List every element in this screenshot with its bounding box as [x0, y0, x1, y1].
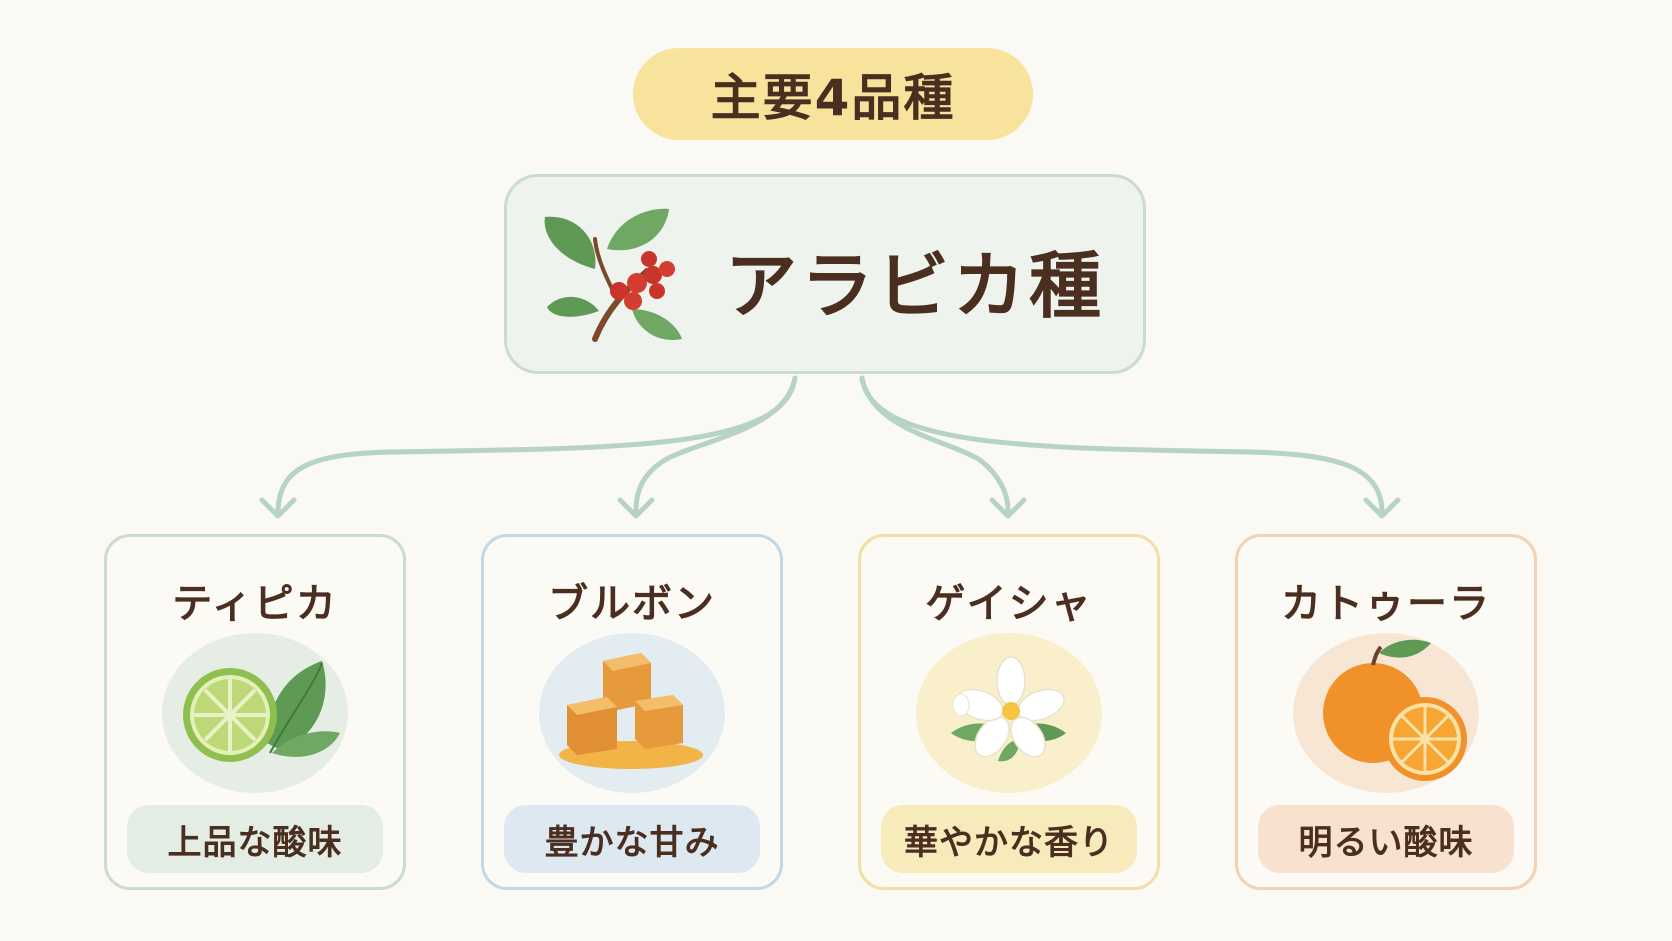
jasmine-flower-icon: [951, 656, 1066, 762]
variety-name: ブルボン: [548, 581, 716, 627]
connector-caturra: [859, 375, 1385, 513]
variety-card-bourbon: ブルボン 豊かな甘み: [481, 534, 783, 890]
diagram-title: 主要4品種: [633, 48, 1033, 140]
lime-leaf-icon: [183, 661, 340, 762]
variety-name: ティピカ: [172, 581, 338, 627]
icon-circle: [162, 633, 348, 793]
icon-circle: [539, 633, 725, 793]
icon-circle: [916, 633, 1102, 793]
connector-geisha: [859, 375, 1011, 513]
orange-icon: [1323, 639, 1467, 781]
coffee-branch-icon: [544, 208, 682, 342]
icon-circle: [1293, 633, 1479, 793]
variety-card-typica: ティピカ 上品な酸味: [104, 534, 406, 890]
feature-badge: 華やかな香り: [881, 805, 1137, 873]
variety-card-geisha: ゲイシャ 華やかな香り: [858, 534, 1160, 890]
connector-typica: [275, 375, 798, 513]
feature-badge: 上品な酸味: [127, 805, 383, 873]
variety-name: ゲイシャ: [925, 581, 1093, 627]
variety-name: カトゥーラ: [1281, 581, 1491, 627]
variety-card-caturra: カトゥーラ 明るい酸味: [1235, 534, 1537, 890]
caramel-icon: [559, 653, 703, 769]
root-node: アラビカ種: [504, 174, 1146, 374]
connector-bourbon: [633, 375, 798, 513]
root-label: アラビカ種: [725, 244, 1106, 328]
feature-badge: 明るい酸味: [1258, 805, 1514, 873]
feature-badge: 豊かな甘み: [504, 805, 760, 873]
